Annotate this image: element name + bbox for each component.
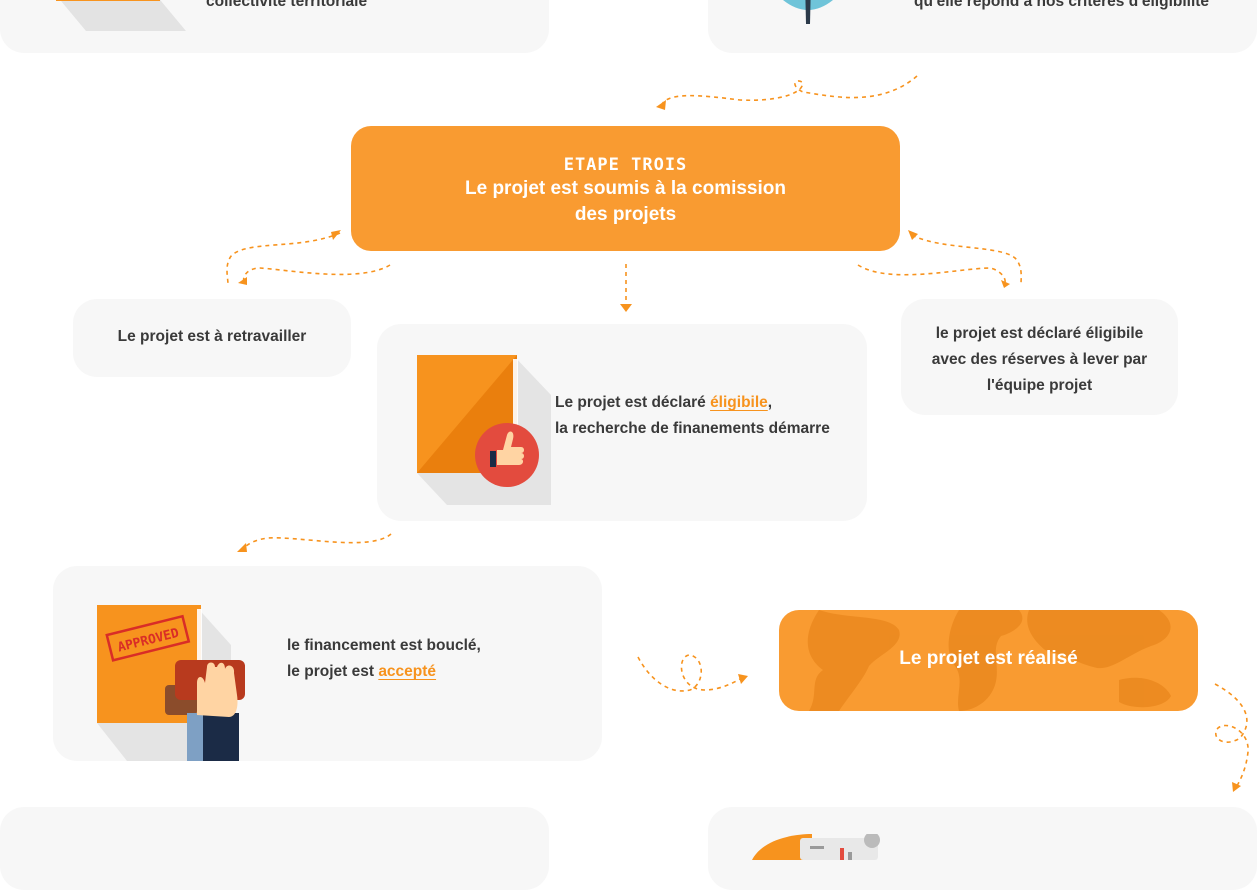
folder-icon <box>56 0 186 31</box>
approved-text: le financement est bouclé, le projet est… <box>287 633 481 685</box>
reserve-text: le projet est déclaré éligibile avec des… <box>901 321 1178 399</box>
rework-card: Le projet est à retravailler <box>73 299 351 377</box>
top-left-card: collectivité territoriale <box>0 0 549 53</box>
reserve-line3: l'équipe projet <box>986 377 1093 394</box>
bottom-left-card <box>0 807 549 890</box>
step-title-line2: des projets <box>574 204 677 225</box>
top-right-text: qu'elle répond à nos critères d'éligibil… <box>914 0 1210 10</box>
reserve-line2: avec des réserves à lever par <box>931 351 1148 368</box>
person-avatar-icon <box>748 0 868 26</box>
approved-line1: le financement est bouclé, <box>287 637 481 654</box>
eligible-text-pre: Le projet est déclaré <box>555 394 711 411</box>
eligible-link[interactable]: éligibile <box>710 394 768 411</box>
rework-text: Le projet est à retravailler <box>117 328 307 345</box>
eligible-text: Le projet est déclaré éligibile, la rech… <box>555 390 830 442</box>
approved-card: APPROVED le financement est bouclé, le p… <box>53 566 602 761</box>
realised-box: Le projet est réalisé <box>779 610 1198 711</box>
approved-text-pre: le projet est <box>287 663 379 680</box>
reserve-card: le projet est déclaré éligibile avec des… <box>901 299 1178 415</box>
step-label: ETAPE TROIS <box>563 155 688 175</box>
step-title-line1: Le projet est soumis à la comission <box>465 178 786 199</box>
eligible-text-line2: la recherche de finanements démarre <box>555 420 830 437</box>
approved-folder-icon: APPROVED <box>97 605 247 761</box>
top-right-card: qu'elle répond à nos critères d'éligibil… <box>708 0 1257 53</box>
realised-text: Le projet est réalisé <box>899 648 1078 669</box>
report-chart-icon <box>752 832 892 860</box>
bottom-right-card <box>708 807 1257 890</box>
step-three-box: ETAPE TROIS Le projet est soumis à la co… <box>351 126 900 251</box>
world-map-icon <box>807 610 1171 711</box>
folder-thumbs-up-icon <box>417 355 551 505</box>
reserve-line1: le projet est déclaré éligibile <box>935 325 1144 342</box>
connector-arrows <box>226 75 1249 792</box>
top-left-text: collectivité territoriale <box>206 0 368 10</box>
approved-link[interactable]: accepté <box>378 663 437 680</box>
eligible-card: Le projet est déclaré éligibile, la rech… <box>377 324 867 521</box>
eligible-text-post: , <box>767 394 773 411</box>
